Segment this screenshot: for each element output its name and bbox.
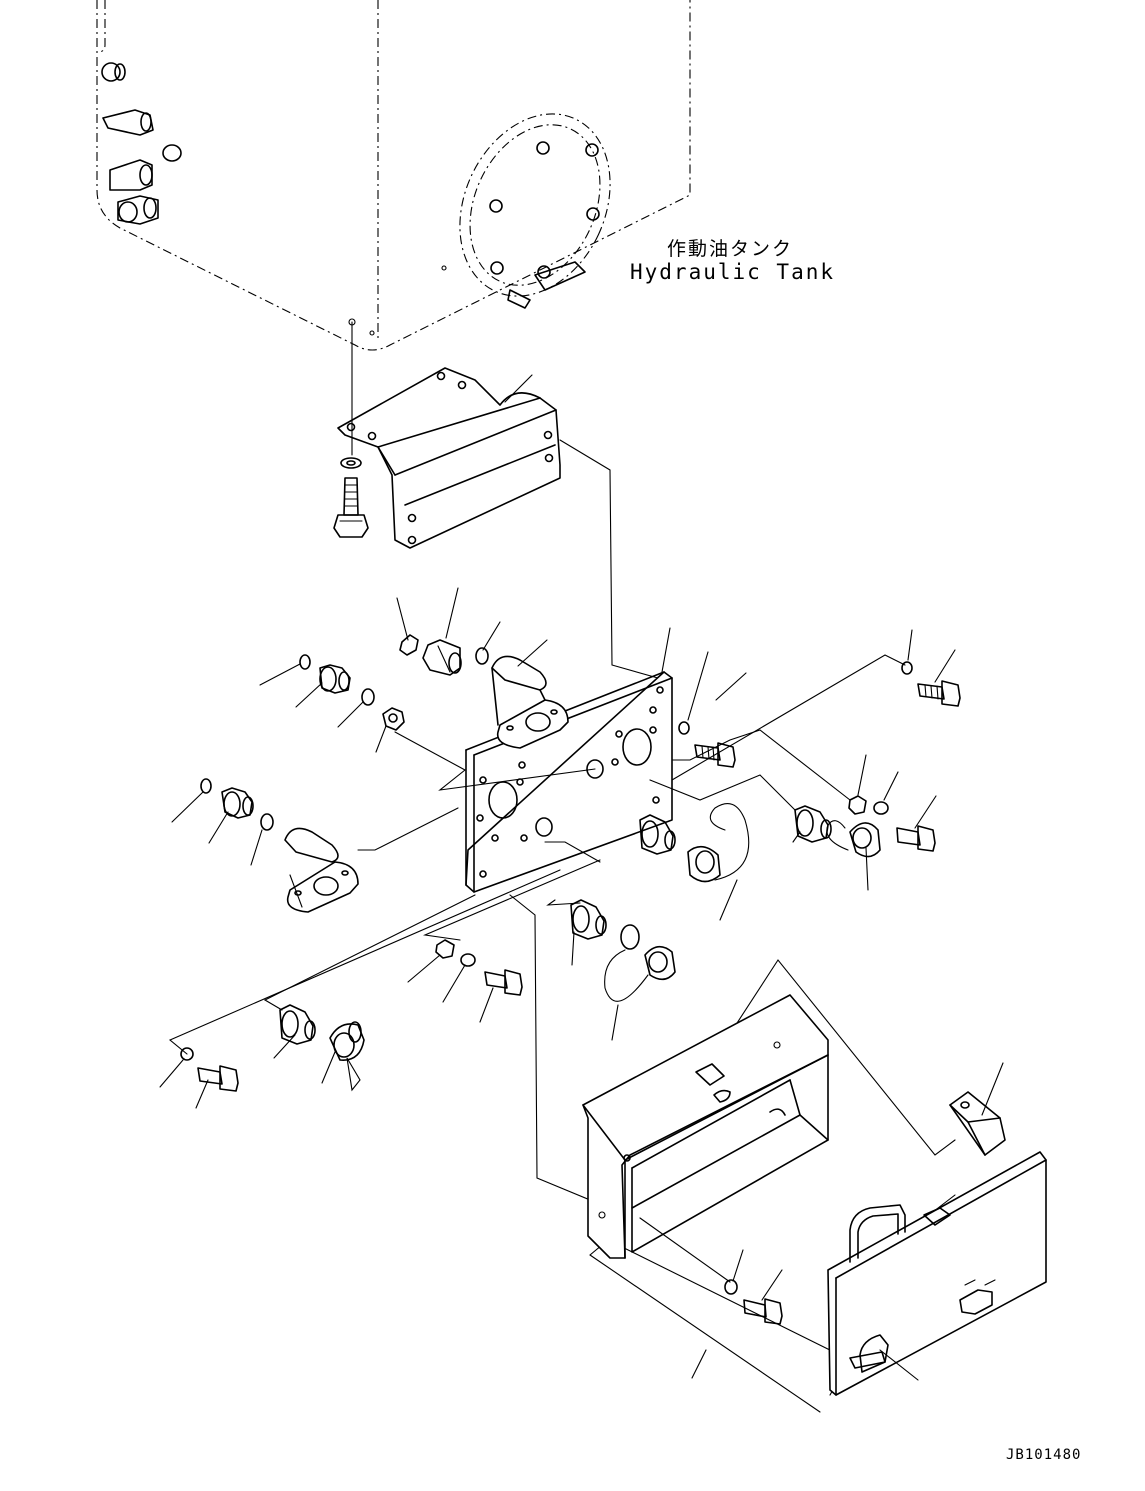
leader-bracket-plate	[559, 439, 666, 681]
lid-latch	[949, 1091, 1006, 1156]
part-callout-leaders	[159, 587, 1004, 1381]
coupler-cover-box	[582, 994, 829, 1259]
right-mid-bolt	[848, 795, 936, 852]
tank-label-english: Hydraulic Tank	[630, 260, 836, 284]
left-mid-fittings	[200, 778, 274, 831]
coupler-box-lid	[827, 1151, 1047, 1396]
lower-bolt-set	[435, 939, 523, 996]
left-flange-adapter	[284, 827, 359, 913]
upper-flange-adapter	[491, 655, 569, 749]
box-bolt	[724, 1279, 783, 1325]
upper-elbow-fitting	[399, 634, 489, 676]
tank-port-fittings	[101, 62, 182, 225]
hydraulic-tank	[96, 0, 691, 351]
tank-cover-flange	[459, 113, 611, 309]
right-quick-coupler	[794, 805, 881, 858]
bracket-bolt	[333, 321, 369, 538]
tank-label-japanese: 作動油タンク	[667, 238, 794, 260]
far-right-bolt	[901, 661, 961, 707]
mounting-bracket	[337, 367, 561, 549]
lower-left-bolt	[180, 1047, 239, 1092]
center-quick-coupler	[639, 803, 750, 883]
lower-left-coupler	[279, 1004, 365, 1092]
drawing-code: JB101480	[1006, 1447, 1082, 1463]
plate-bolt-upper	[678, 721, 736, 768]
coupler-mounting-plate	[465, 671, 673, 893]
lower-quick-coupler	[570, 899, 676, 1002]
left-upper-fittings	[299, 654, 405, 731]
